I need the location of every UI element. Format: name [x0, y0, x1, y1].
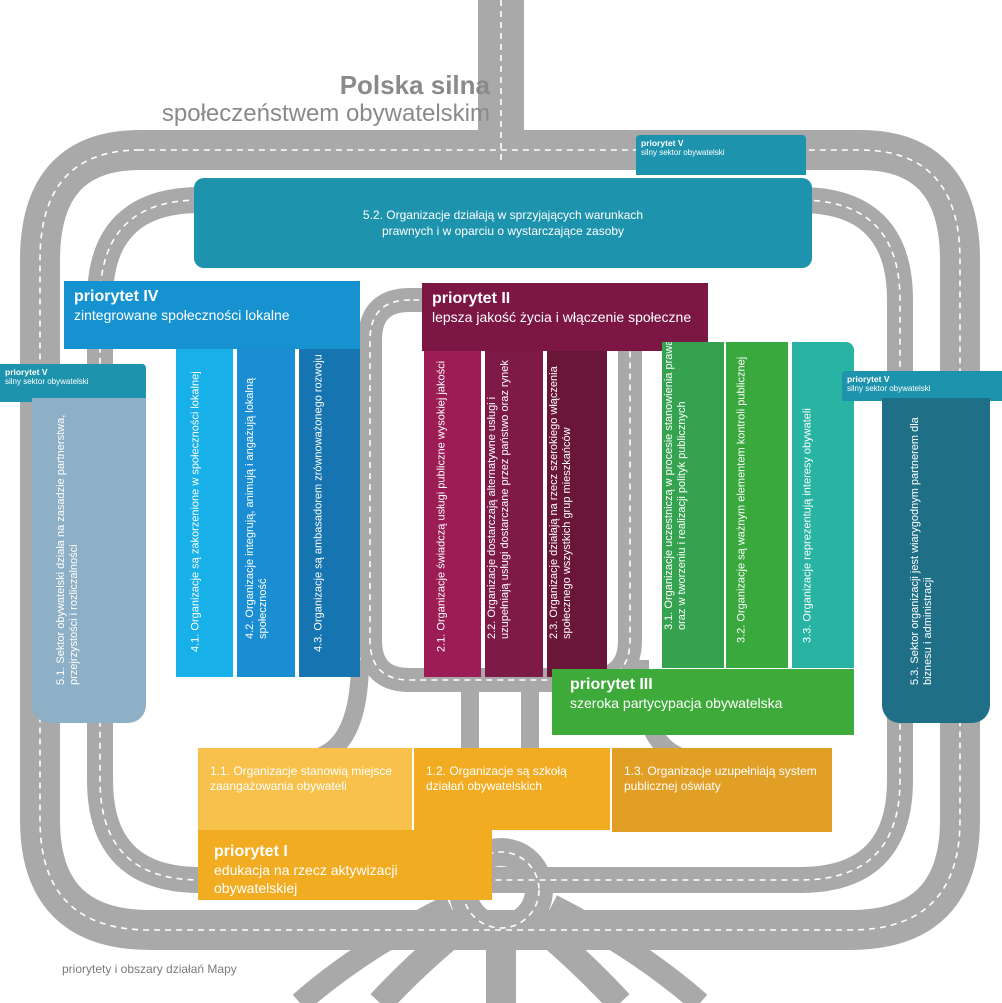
- priority1-item-1-2: 1.2. Organizacje są szkołą działań obywa…: [414, 748, 610, 830]
- priority4-item-4-3: 4.3. Organizacje są ambasadorem zrównowa…: [299, 349, 360, 677]
- priority3-item-3-2-text: 3.2. Organizacje są ważnym elementem kon…: [735, 356, 748, 643]
- priority5-left-tab-sub: silny sektor obywatelski: [5, 377, 89, 386]
- priority5-top-tab: priorytet V silny sektor obywatelski: [636, 135, 806, 175]
- priority5-right-tab: priorytet V silny sektor obywatelski: [842, 371, 1002, 401]
- priority4-item-4-2: 4.2. Organizacje integrują, animują i an…: [237, 349, 295, 677]
- title-line-1: Polska silna: [339, 70, 490, 100]
- priority3-item-3-3-text: 3.3. Organizacje reprezentują interesy o…: [801, 408, 814, 643]
- priority5-item-5-2: 5.2. Organizacje działają w sprzyjającyc…: [194, 178, 812, 268]
- priority2-item-2-2: 2.2. Organizacje dostarczają alternatywn…: [485, 351, 543, 677]
- priority5-left-tab: priorytet V silny sektor obywatelski: [0, 364, 146, 402]
- footer-caption: priorytety i obszary działań Mapy: [62, 962, 237, 976]
- priority2-item-2-1-text: 2.1. Organizacje świadczą usługi publicz…: [435, 360, 448, 652]
- priority5-item-5-2-text: 5.2. Organizacje działają w sprzyjającyc…: [362, 208, 644, 238]
- priority1-item-1-1: 1.1. Organizacje stanowią miejsce zaanga…: [198, 748, 412, 830]
- priority1-item-1-3-text: 1.3. Organizacje uzupełniają system publ…: [624, 764, 817, 793]
- priority1-item-1-2-text: 1.2. Organizacje są szkołą działań obywa…: [426, 764, 567, 793]
- priority4-item-4-2-text: 4.2. Organizacje integrują, animują i an…: [244, 377, 269, 639]
- priority3-label: priorytet III: [570, 676, 653, 693]
- priority2-item-2-2-text: 2.2. Organizacje dostarczają alternatywn…: [486, 360, 511, 639]
- priority3-item-3-1-text: 3.1. Organizacje uczestniczą w procesie …: [663, 342, 688, 630]
- priority4-header: priorytet IV zintegrowane społeczności l…: [64, 281, 360, 349]
- priority5-item-5-1: 5.1. Sektor obywatelski działa na zasadz…: [32, 398, 146, 723]
- diagram-title: Polska silna społeczeństwem obywatelskim: [80, 70, 490, 128]
- priority2-sub: lepsza jakość życia i włączenie społeczn…: [432, 309, 692, 325]
- priority5-right-tab-label: priorytet V: [847, 374, 890, 384]
- priority3-item-3-2: 3.2. Organizacje są ważnym elementem kon…: [726, 342, 788, 668]
- priority5-item-5-1-text: 5.1. Sektor obywatelski działa na zasadz…: [55, 414, 80, 685]
- priority2-label: priorytet II: [432, 290, 511, 307]
- priority3-sub: szeroka partycypacja obywatelska: [570, 695, 783, 711]
- priority4-item-4-3-text: 4.3. Organizacje są ambasadorem zrównowa…: [312, 354, 325, 652]
- priority4-sub: zintegrowane społeczności lokalne: [74, 307, 290, 323]
- priority1-item-1-1-text: 1.1. Organizacje stanowią miejsce zaanga…: [210, 764, 393, 793]
- priority5-left-tab-label: priorytet V: [5, 367, 48, 377]
- priority1-header: priorytet I edukacja na rzecz aktywizacj…: [198, 830, 492, 900]
- priority4-label: priorytet IV: [74, 288, 159, 305]
- priority3-header: priorytet III szeroka partycypacja obywa…: [552, 669, 854, 735]
- priority5-top-tab-label: priorytet V: [641, 138, 684, 148]
- priority2-item-2-3: 2.3. Organizacje działają na rzecz szero…: [547, 351, 607, 677]
- priority4-item-4-1-text: 4.1. Organizacje są zakorzenione w społe…: [189, 371, 202, 652]
- priority1-sub: edukacja na rzecz aktywizacji obywatelsk…: [214, 862, 398, 896]
- priority2-item-2-1: 2.1. Organizacje świadczą usługi publicz…: [424, 351, 481, 677]
- priority4-item-4-1: 4.1. Organizacje są zakorzenione w społe…: [176, 349, 233, 677]
- priority1-label: priorytet I: [214, 843, 288, 860]
- title-line-2: społeczeństwem obywatelskim: [161, 100, 490, 127]
- priority3-item-3-1: 3.1. Organizacje uczestniczą w procesie …: [662, 342, 724, 668]
- priority5-top-tab-sub: silny sektor obywatelski: [641, 148, 725, 157]
- priority5-right-tab-sub: silny sektor obywatelski: [847, 384, 931, 393]
- priority1-item-1-3: 1.3. Organizacje uzupełniają system publ…: [612, 748, 832, 832]
- priority5-item-5-3: 5.3. Sektor organizacji jest wiarygodnym…: [882, 398, 990, 723]
- priority5-item-5-3-text: 5.3. Sektor organizacji jest wiarygodnym…: [909, 417, 934, 685]
- priority2-header: priorytet II lepsza jakość życia i włącz…: [422, 283, 708, 351]
- priority2-item-2-3-text: 2.3. Organizacje działają na rzecz szero…: [548, 366, 573, 639]
